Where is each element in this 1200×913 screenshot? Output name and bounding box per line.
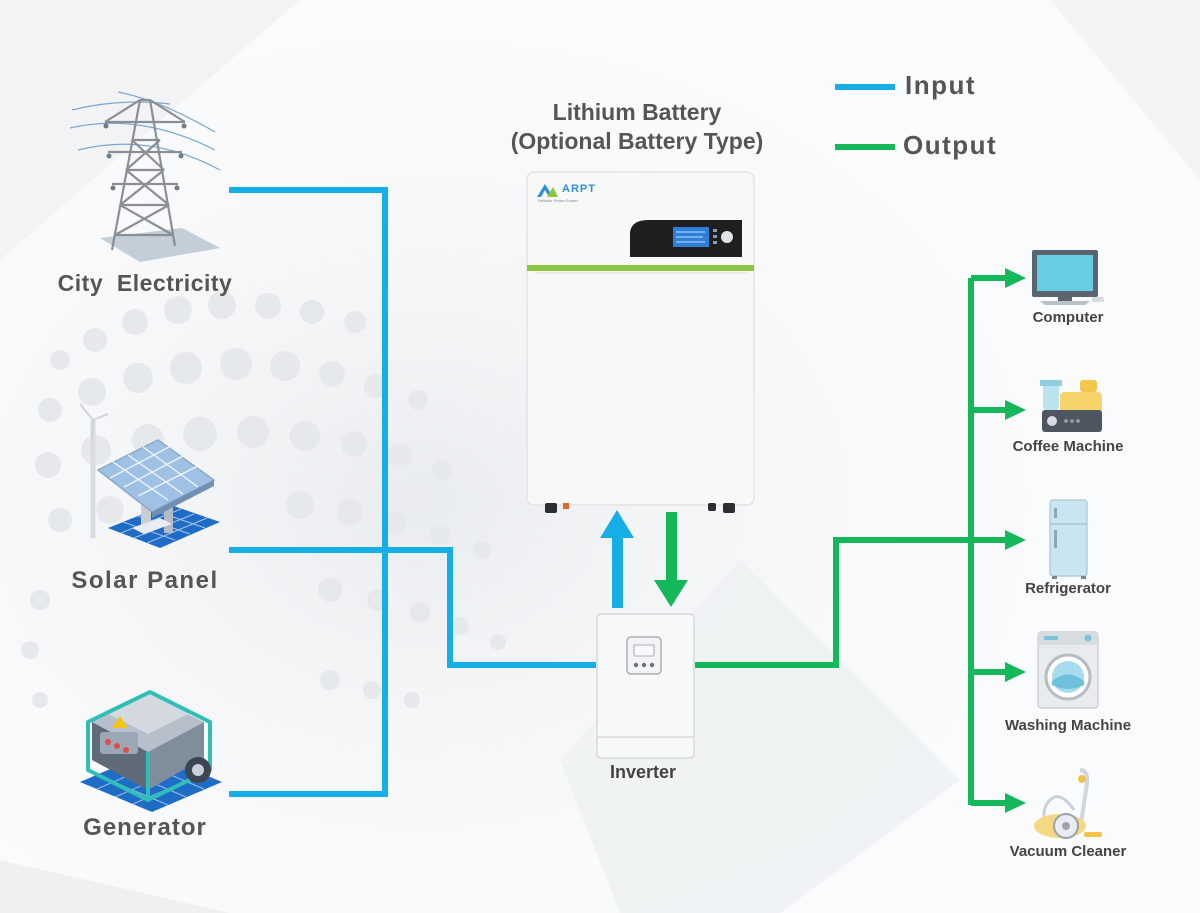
washing-machine-icon (1037, 631, 1099, 709)
battery-unit (526, 171, 755, 513)
inverter-label: Inverter (609, 762, 677, 782)
legend-input-swatch (835, 84, 895, 90)
inverter-lcd-screen (633, 644, 655, 657)
coffee-arrowhead (1005, 400, 1026, 420)
vacuum-cleaner-label: Vacuum Cleaner (1009, 843, 1127, 860)
refrigerator-arrowhead (1005, 530, 1026, 550)
washer-arrowhead (1005, 662, 1026, 682)
solar-panel-icon (79, 403, 220, 548)
washing-machine-label: Washing Machine (1004, 717, 1132, 734)
computer-icon (1032, 250, 1104, 305)
legend-output-swatch (835, 144, 895, 150)
inverter-output-line (695, 537, 1008, 668)
discharge-arrow-down (654, 512, 688, 607)
input-connectors (229, 187, 596, 797)
battery-brand-tagline: Reliable Power Expert (538, 198, 578, 203)
computer-arrowhead (1005, 268, 1026, 288)
refrigerator-label: Refrigerator (1025, 580, 1111, 597)
legend-output-label: Output (903, 130, 998, 160)
legend-input-label: Input (905, 70, 977, 100)
battery-title-line1: Lithium Battery (552, 99, 722, 125)
city-electricity-line (229, 187, 388, 797)
output-arrowheads (1005, 268, 1026, 813)
inverter-unit (596, 613, 695, 759)
coffee-machine-label: Coffee Machine (1012, 438, 1124, 455)
computer-label: Computer (1032, 309, 1104, 326)
generator-icon (80, 690, 222, 812)
generator-label: Generator (83, 814, 207, 841)
power-tower-icon (69, 91, 221, 262)
solar-panel-line (229, 547, 596, 668)
charge-arrow-up (600, 510, 634, 608)
solar-panel-label: Solar Panel (71, 567, 219, 594)
battery-power-button (721, 231, 733, 243)
battery-brand: ARPT (562, 183, 596, 195)
coffee-machine-icon (1040, 380, 1102, 432)
battery-title: Lithium Battery (Optional Battery Type) (511, 98, 764, 156)
output-connectors (695, 275, 1008, 806)
battery-title-line2: (Optional Battery Type) (510, 128, 764, 154)
refrigerator-icon (1049, 499, 1088, 579)
city-electricity-label: City Electricity (57, 270, 233, 296)
vacuum-arrowhead (1005, 793, 1026, 813)
vacuum-cleaner-icon (1034, 768, 1102, 839)
battery-feet (545, 503, 735, 513)
